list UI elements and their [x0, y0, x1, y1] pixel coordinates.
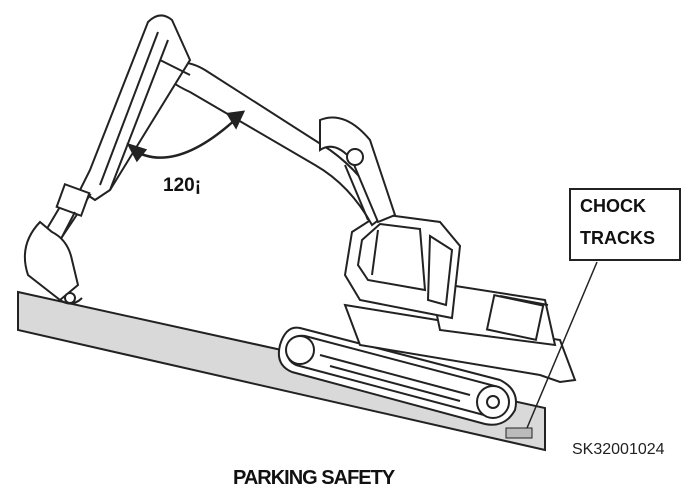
callout-line-chock: CHOCK: [580, 196, 646, 216]
chock-tracks-callout-box: [569, 188, 681, 261]
boom-arm-angle-label: 120¡: [163, 175, 202, 196]
callout-line-tracks: TRACKS: [580, 228, 655, 248]
crawler-track: [277, 326, 517, 426]
angle-indicator: [126, 110, 246, 163]
arm: [78, 14, 192, 202]
boom: [158, 61, 397, 227]
chock-block: [505, 427, 533, 439]
sprocket-wheel: [476, 385, 510, 419]
callout-leader: [526, 261, 598, 429]
operator-cab: [343, 212, 462, 320]
idler-wheel: [285, 335, 315, 365]
boom-pin: [346, 148, 364, 166]
figure-code-label: SK32001024: [572, 441, 665, 458]
upper-structure: [343, 280, 577, 384]
figure-caption: PARKING SAFETY: [233, 467, 395, 489]
excavator-illustration: [17, 14, 598, 452]
bucket: [24, 220, 83, 305]
bucket-linkage: [43, 182, 92, 261]
